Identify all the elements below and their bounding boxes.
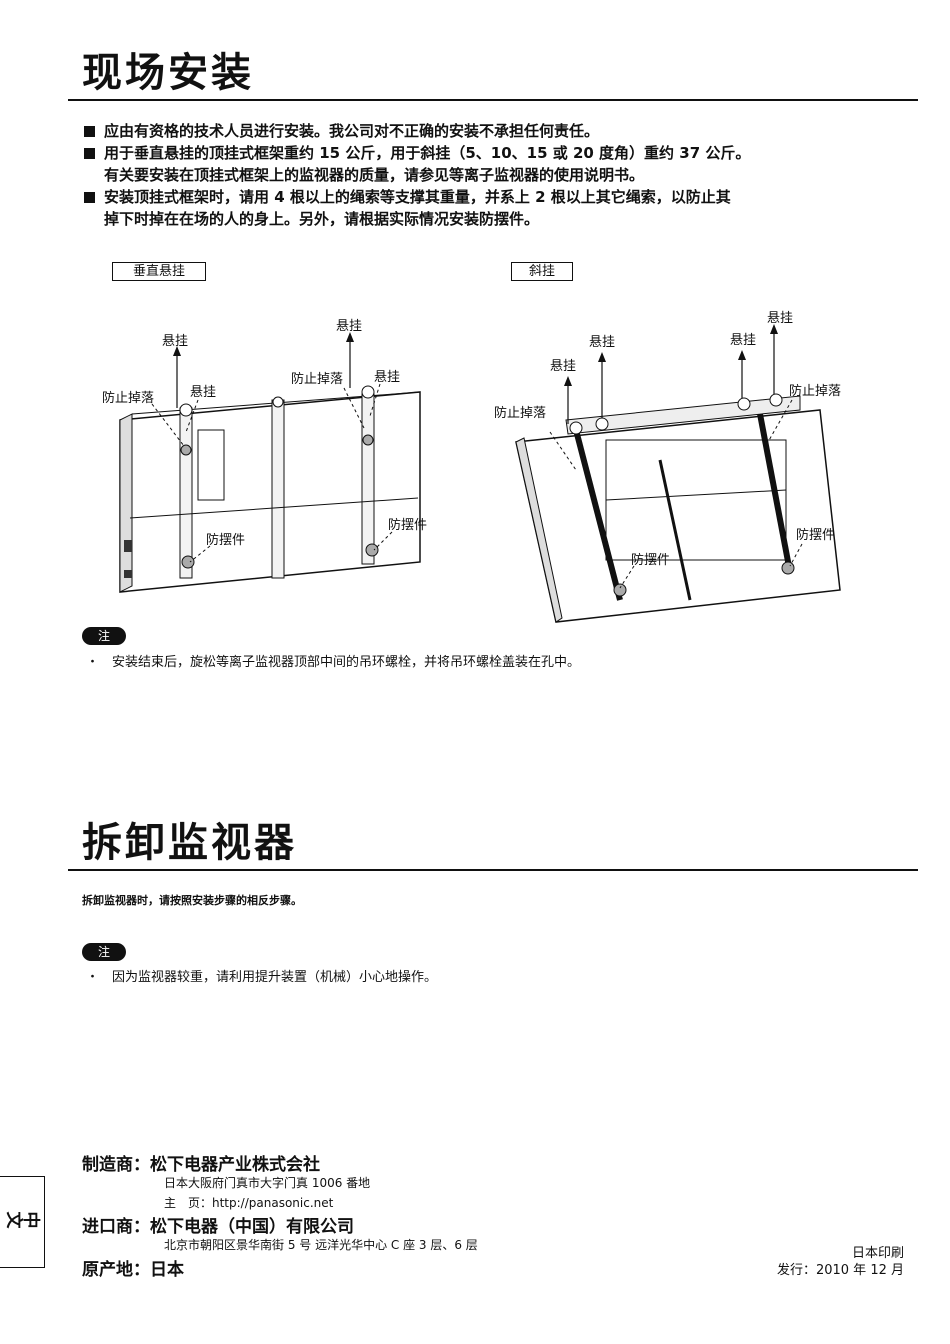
- importer-address: 北京市朝阳区景华南街 5 号 远洋光华中心 C 座 3 层、6 层: [164, 1238, 478, 1252]
- tilt-hang-diagram: [515, 324, 841, 623]
- v-fall-prevent-label-1: 防止掉落: [102, 391, 155, 406]
- v-anti-swing-label-1: 防摆件: [206, 533, 246, 548]
- bullet-text: 安装顶挂式框架时，请用 4 根以上的绳索等支撑其重量，并系上 2 根以上其它绳索…: [104, 188, 731, 206]
- v-hang-label-1: 悬挂: [162, 334, 189, 349]
- install-note-badge: 注: [82, 627, 126, 645]
- t-anti-swing-label-1: 防摆件: [631, 553, 671, 568]
- printed-in: 日本印刷: [851, 1246, 904, 1261]
- language-side-tab: 中文: [0, 1176, 45, 1268]
- t-hang-label-3: 悬挂: [730, 333, 757, 348]
- issue-date: 发行：2010 年 12 月: [776, 1263, 904, 1278]
- manufacturer-name: 松下电器产业株式会社: [150, 1155, 320, 1175]
- remove-note-badge: 注: [82, 943, 126, 961]
- bullet-text: 用于垂直悬挂的顶挂式框架重约 15 公斤，用于斜挂（5、10、15 或 20 度…: [104, 144, 751, 162]
- install-title: 现场安装: [82, 50, 254, 96]
- remove-note-text: ・ 因为监视器较重，请利用提升装置（机械）小心地操作。: [86, 970, 438, 985]
- homepage: 主 页：http://panasonic.net: [164, 1196, 334, 1210]
- origin-line: 原产地：日本: [82, 1255, 184, 1280]
- v-anti-swing-label-2: 防摆件: [388, 518, 428, 533]
- v-hang-label-4: 悬挂: [374, 370, 401, 385]
- origin-label: 原产地：: [82, 1260, 150, 1280]
- install-bullet-2: 用于垂直悬挂的顶挂式框架重约 15 公斤，用于斜挂（5、10、15 或 20 度…: [84, 142, 904, 186]
- manufacturer-line: 制造商：松下电器产业株式会社: [82, 1150, 320, 1175]
- bullet-square-icon: [84, 148, 95, 159]
- origin-value: 日本: [150, 1260, 184, 1280]
- t-fall-prevent-label-1: 防止掉落: [494, 406, 547, 421]
- bullet-square-icon: [84, 192, 95, 203]
- remove-title: 拆卸监视器: [82, 820, 297, 866]
- install-note-text: ・ 安装结束后，旋松等离子监视器顶部中间的吊环螺栓，并将吊环螺栓盖装在孔中。: [86, 655, 581, 670]
- bullet-text-cont: 掉下时掉在在场的人的身上。另外，请根据实际情况安装防摆件。: [104, 210, 540, 228]
- manufacturer-address: 日本大阪府门真市大字门真 1006 番地: [164, 1176, 371, 1190]
- tilt-hang-tag: 斜挂: [511, 262, 573, 281]
- manufacturer-label: 制造商：: [82, 1155, 150, 1175]
- install-title-rule: [68, 99, 918, 101]
- t-hang-label-1: 悬挂: [550, 359, 577, 374]
- vertical-hang-tag: 垂直悬挂: [112, 262, 206, 281]
- bullet-text-cont: 有关要安装在顶挂式框架上的监视器的质量，请参见等离子监视器的使用说明书。: [104, 166, 645, 184]
- importer-line: 进口商：松下电器（中国）有限公司: [82, 1212, 354, 1237]
- remove-title-rule: [68, 869, 918, 871]
- importer-label: 进口商：: [82, 1217, 150, 1237]
- language-side-tab-label: 中文: [6, 1207, 41, 1228]
- install-bullet-3: 安装顶挂式框架时，请用 4 根以上的绳索等支撑其重量，并系上 2 根以上其它绳索…: [84, 186, 904, 230]
- t-hang-label-4: 悬挂: [767, 311, 794, 326]
- t-anti-swing-label-2: 防摆件: [796, 528, 836, 543]
- t-fall-prevent-label-2: 防止掉落: [789, 384, 842, 399]
- v-hang-label-3: 悬挂: [190, 385, 217, 400]
- vertical-hang-diagram: [119, 332, 421, 593]
- bullet-text: 应由有资格的技术人员进行安装。我公司对不正确的安装不承担任何责任。: [104, 122, 600, 140]
- remove-instruction: 拆卸监视器时，请按照安装步骤的相反步骤。: [82, 894, 302, 907]
- v-hang-label-2: 悬挂: [336, 319, 363, 334]
- v-fall-prevent-label-2: 防止掉落: [291, 372, 344, 387]
- bullet-square-icon: [84, 126, 95, 137]
- install-bullet-1: 应由有资格的技术人员进行安装。我公司对不正确的安装不承担任何责任。: [84, 120, 904, 142]
- t-hang-label-2: 悬挂: [589, 335, 616, 350]
- importer-name: 松下电器（中国）有限公司: [150, 1217, 354, 1237]
